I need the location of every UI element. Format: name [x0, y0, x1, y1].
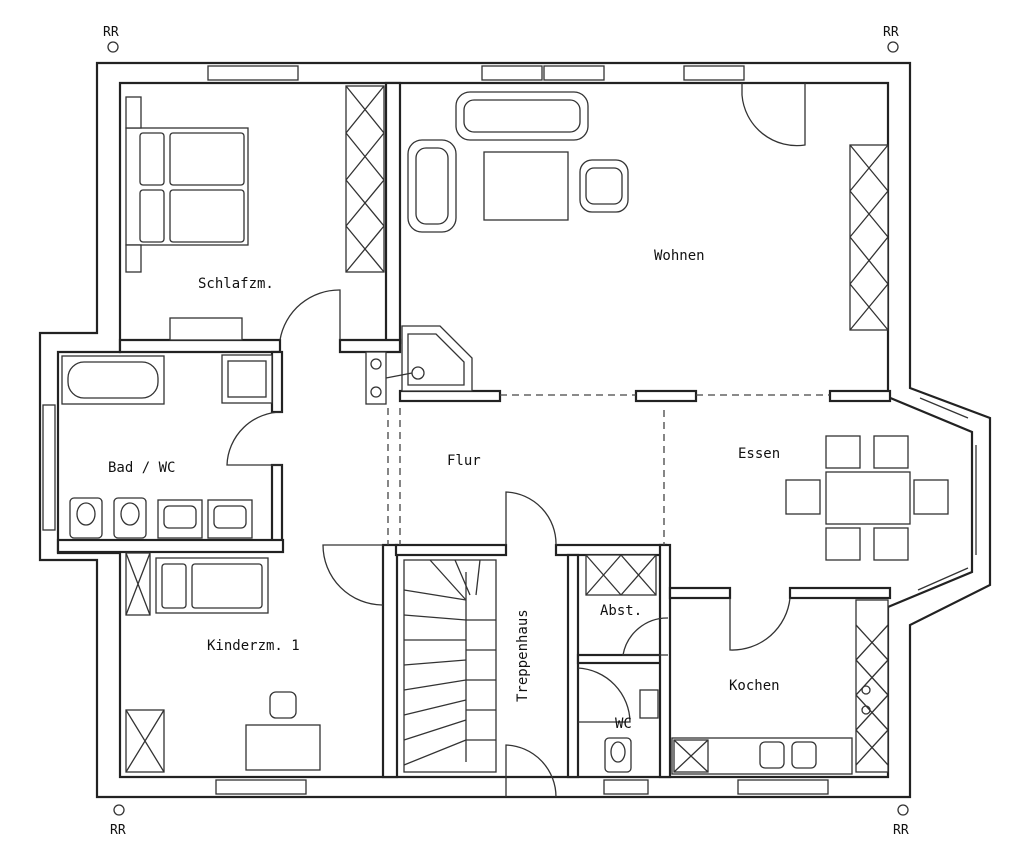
dining-furniture [785, 435, 949, 561]
room-label-flur: Flur [447, 453, 481, 469]
marker-circle [887, 41, 899, 53]
marker-circle [107, 41, 119, 53]
room-label-schlafzimmer: Schlafzm. [198, 276, 274, 292]
bathroom-fixtures [61, 354, 273, 539]
kids-room-furniture [125, 552, 321, 773]
interior-walls [56, 81, 892, 779]
dashed-openings [387, 394, 830, 545]
room-label-wohnen: Wohnen [654, 248, 705, 264]
marker-circle [113, 804, 125, 816]
room-labels: Schlafzm. Wohnen Bad / WC Flur Essen Kin… [108, 248, 780, 732]
room-label-kinderzimmer: Kinderzm. 1 [207, 638, 300, 654]
utility-fixtures [585, 554, 889, 775]
corner-markers: RR RR RR RR [103, 25, 909, 838]
living-furniture [365, 91, 889, 405]
room-label-wc: WC [615, 716, 632, 732]
room-label-kochen: Kochen [729, 678, 780, 694]
marker-label: RR [883, 25, 899, 40]
marker-label: RR [110, 823, 126, 838]
room-label-treppenhaus: Treppenhaus [515, 609, 531, 702]
exterior-walls [38, 61, 992, 799]
door-swings [226, 83, 806, 798]
marker-circle [897, 804, 909, 816]
staircase [403, 559, 497, 773]
marker-label: RR [103, 25, 119, 40]
bedroom-furniture [125, 85, 385, 341]
marker-label: RR [893, 823, 909, 838]
room-label-essen: Essen [738, 446, 780, 462]
room-label-abstellraum: Abst. [600, 603, 642, 619]
room-label-bad-wc: Bad / WC [108, 460, 175, 476]
